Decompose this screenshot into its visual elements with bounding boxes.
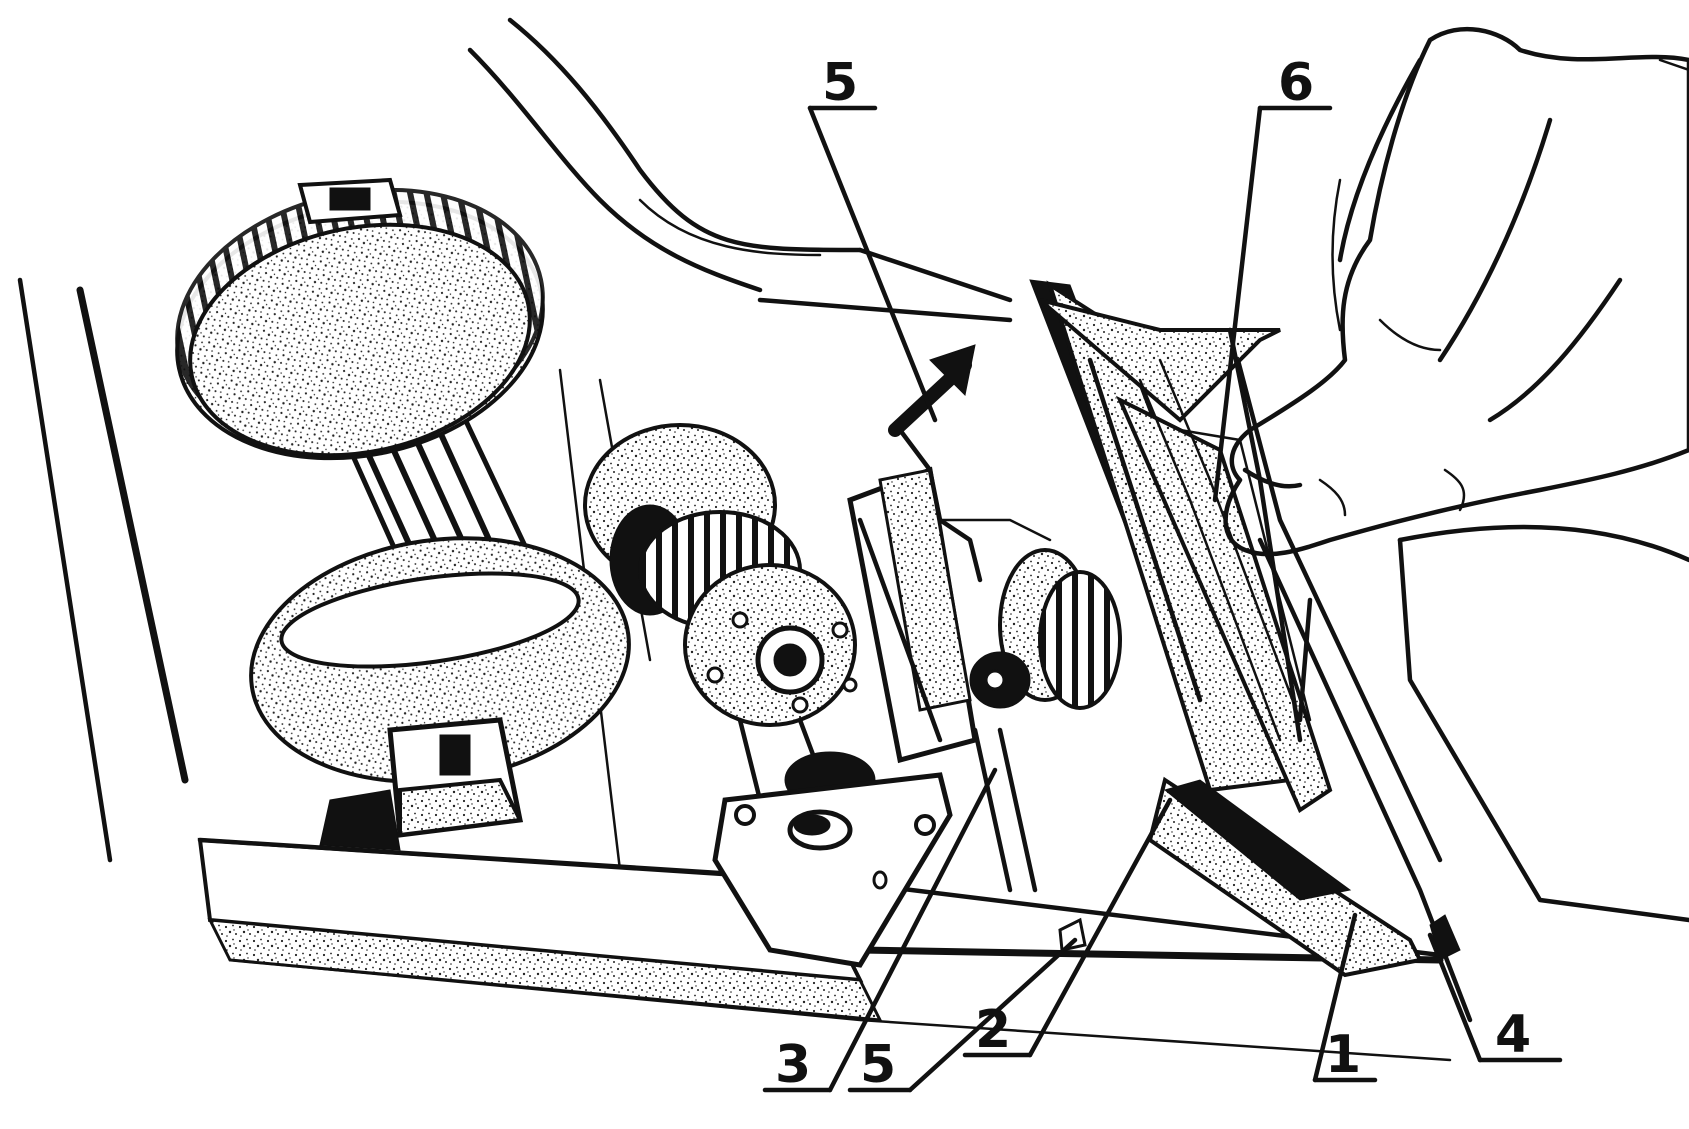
callout-5-top: 5 (822, 53, 858, 113)
callout-2: 2 (975, 1000, 1011, 1060)
mounting-plate (712, 772, 953, 968)
base-platform (197, 837, 1452, 1062)
hand (1223, 26, 1689, 557)
left-spool (175, 177, 631, 851)
capstan-roller (583, 423, 876, 809)
callout-labels: 5 6 3 5 2 1 4 (775, 53, 1531, 1095)
head-block (847, 427, 1122, 952)
callout-4: 4 (1495, 1005, 1531, 1065)
callout-6: 6 (1278, 53, 1314, 113)
callout-3: 3 (775, 1035, 811, 1095)
callout-5-bottom: 5 (860, 1035, 896, 1095)
leader-lines (762, 105, 1563, 1093)
callout-1: 1 (1325, 1025, 1361, 1085)
direction-arrow (888, 344, 976, 437)
